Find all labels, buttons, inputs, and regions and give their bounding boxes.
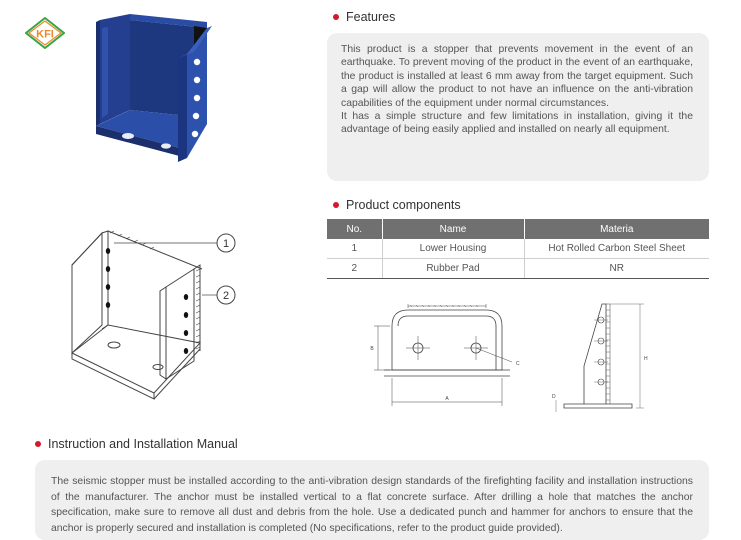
cell-name: Rubber Pad <box>381 258 524 279</box>
bullet-dot-icon <box>35 441 41 447</box>
callout-2: 2 <box>223 290 229 302</box>
components-heading: Product components <box>333 198 461 212</box>
manual-box: The seismic stopper must be installed ac… <box>35 460 709 540</box>
manual-heading: Instruction and Installation Manual <box>35 437 238 451</box>
features-heading: Features <box>333 10 395 24</box>
cell-no: 1 <box>327 239 382 259</box>
header-no: No. <box>327 219 382 239</box>
cell-material: NR <box>523 258 709 279</box>
cell-name: Lower Housing <box>381 239 524 259</box>
table-header-row: No. Name Materia <box>327 219 709 239</box>
manual-title: Instruction and Installation Manual <box>48 437 238 451</box>
header-material: Materia <box>523 219 709 239</box>
cell-material: Hot Rolled Carbon Steel Sheet <box>523 239 709 259</box>
header-name: Name <box>381 219 524 239</box>
dim-c-label: C <box>516 361 520 367</box>
manual-text: The seismic stopper must be installed ac… <box>51 476 693 534</box>
features-title: Features <box>346 10 396 24</box>
dim-d-label: D <box>552 394 556 400</box>
logo-text: KFI <box>36 29 54 41</box>
callout-1: 1 <box>223 238 229 250</box>
bullet-dot-icon <box>333 202 339 208</box>
bullet-dot-icon <box>333 14 339 20</box>
side-view-drawing: H D <box>552 303 648 412</box>
product-photo <box>96 14 212 162</box>
components-table: No. Name Materia 1 Lower Housing Hot Rol… <box>327 219 709 279</box>
table-row: 2 Rubber Pad NR <box>327 258 709 279</box>
front-view-drawing: A B C <box>370 304 520 406</box>
components-title: Product components <box>346 198 461 212</box>
product-line-drawing: 1 2 <box>71 230 236 400</box>
table-row: 1 Lower Housing Hot Rolled Carbon Steel … <box>327 239 709 259</box>
features-paragraph-1: This product is a stopper that prevents … <box>341 44 693 109</box>
features-paragraph-2: It has a simple structure and few limita… <box>341 111 693 136</box>
dim-a-label: A <box>445 396 449 402</box>
kfi-logo: KFI <box>25 17 65 49</box>
features-box: This product is a stopper that prevents … <box>327 33 709 181</box>
dim-b-label: B <box>370 346 374 352</box>
dim-h-label: H <box>644 356 648 362</box>
cell-no: 2 <box>327 258 382 279</box>
